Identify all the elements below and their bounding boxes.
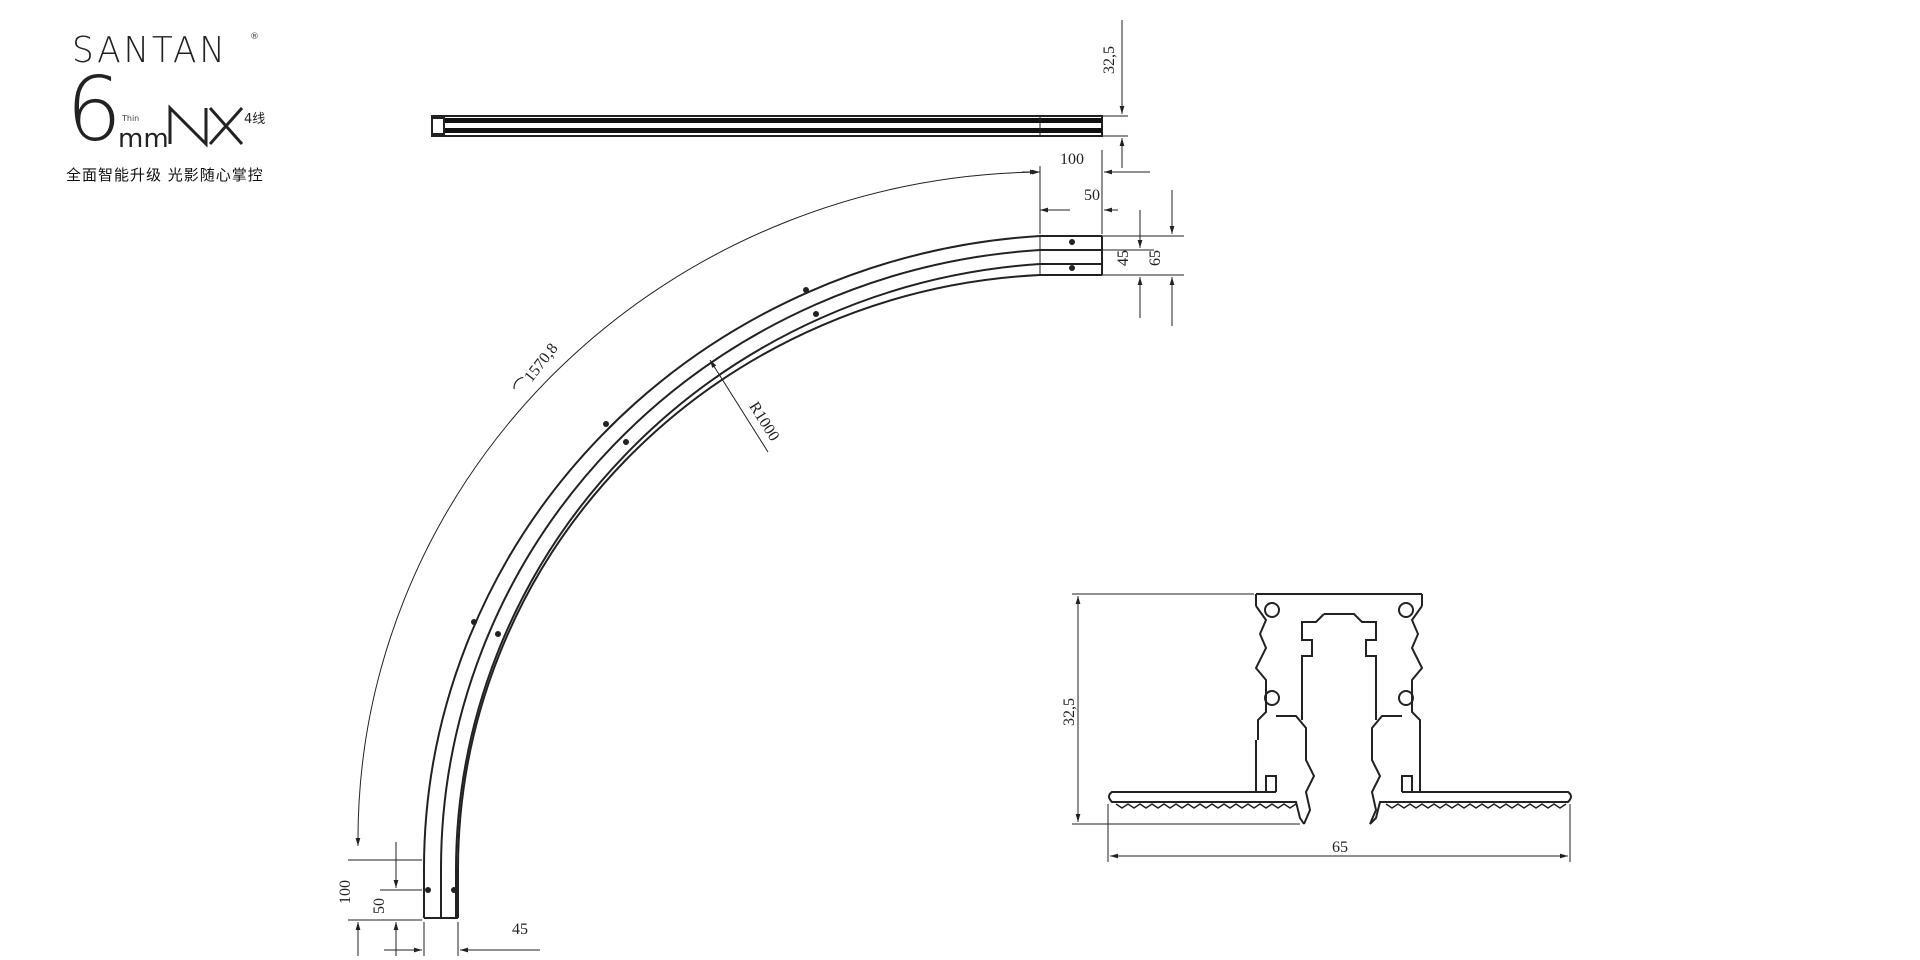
bottom-50-label: 50 xyxy=(371,898,388,914)
brand-name: SANTAN xyxy=(72,30,228,71)
straight-track-view: 32,5 xyxy=(431,20,1128,168)
nx-series-logo-icon xyxy=(168,104,244,148)
bottom-end-dimensions xyxy=(348,842,540,956)
width-65-right-label: 65 xyxy=(1147,250,1164,266)
straight-100-label: 100 xyxy=(1060,151,1084,168)
registered-mark: ® xyxy=(250,32,259,42)
santan-logo: SANTAN ® 6 Thin mm 4线 全面智能升级 光影随心掌控 xyxy=(66,30,306,190)
section-height-label: 32,5 xyxy=(1061,698,1078,726)
arc-length-label: ⌒1570,8 xyxy=(510,340,561,398)
curved-track-view xyxy=(422,235,1103,919)
right-end-dimensions xyxy=(1022,150,1184,326)
width-45-right-label: 45 xyxy=(1115,250,1132,266)
unit-label: mm xyxy=(118,124,169,154)
arc-length-dimension: ⌒1570,8 xyxy=(355,169,1041,847)
cross-section-dimensions xyxy=(1072,593,1571,862)
thin-label: Thin xyxy=(122,114,140,123)
cross-section-profile xyxy=(1108,593,1572,825)
size-number: 6 xyxy=(66,58,122,161)
lines-label: 4线 xyxy=(244,112,266,127)
straight-50-label: 50 xyxy=(1084,187,1100,204)
top-height-dimension: 32,5 xyxy=(1101,46,1118,74)
radius-label: R1000 xyxy=(745,399,782,444)
bottom-100-label: 100 xyxy=(337,880,354,904)
bottom-45-label: 45 xyxy=(512,921,528,938)
section-width-label: 65 xyxy=(1332,839,1348,856)
slogan: 全面智能升级 光影随心掌控 xyxy=(66,166,264,184)
